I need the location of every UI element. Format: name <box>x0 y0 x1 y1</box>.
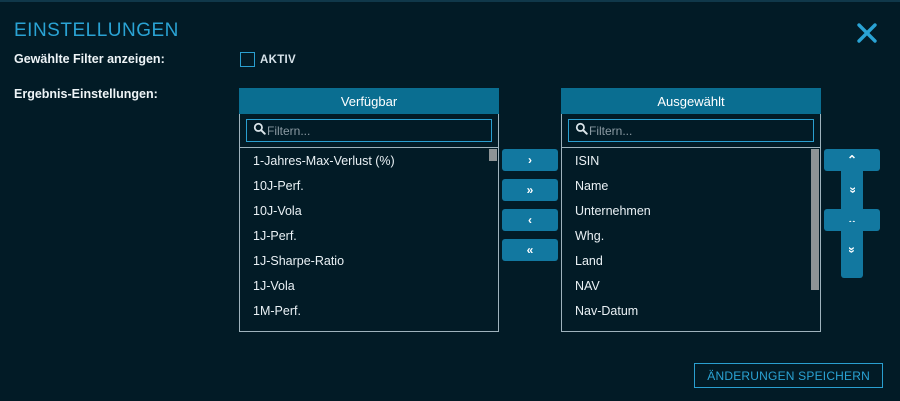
selected-filter-bar: Filtern... <box>561 114 821 147</box>
move-down-button[interactable]: ⌄ <box>824 209 880 231</box>
list-item[interactable]: 10J-Perf. <box>253 179 304 193</box>
available-filter-bar: Filtern... <box>239 114 499 147</box>
move-left-button[interactable]: ‹ <box>502 209 558 231</box>
list-item[interactable]: Nav-Datum <box>575 304 639 318</box>
list-item[interactable]: 10J-Vola <box>253 204 302 218</box>
selected-filter-placeholder: Filtern... <box>589 123 633 138</box>
move-all-left-button[interactable]: « <box>502 239 558 261</box>
move-right-button[interactable]: › <box>502 149 558 171</box>
show-selected-filters-label: Gewählte Filter anzeigen: <box>14 52 165 66</box>
search-icon <box>575 122 588 140</box>
page-title: EINSTELLUNGEN <box>14 20 179 41</box>
scrollbar-thumb[interactable] <box>489 149 497 161</box>
available-list-items: 1-Jahres-Max-Verlust (%) 10J-Perf. 10J-V… <box>240 148 498 324</box>
move-top-button[interactable]: « <box>841 162 863 218</box>
scrollbar-thumb[interactable] <box>811 149 819 290</box>
save-changes-button[interactable]: ÄNDERUNGEN SPEICHERN <box>694 363 883 388</box>
list-item[interactable]: 1J-Vola <box>253 279 295 293</box>
available-list[interactable]: 1-Jahres-Max-Verlust (%) 10J-Perf. 10J-V… <box>239 147 499 332</box>
list-item[interactable]: 1-Jahres-Max-Verlust (%) <box>253 154 395 168</box>
active-checkbox[interactable] <box>240 52 255 67</box>
list-item[interactable]: Name <box>575 179 609 193</box>
list-item[interactable]: ISIN <box>575 154 600 168</box>
list-item[interactable]: 1M-Perf. <box>253 304 301 318</box>
available-filter-placeholder: Filtern... <box>267 123 311 138</box>
list-item[interactable]: Whg. <box>575 229 605 243</box>
close-icon[interactable] <box>854 20 880 46</box>
selected-list[interactable]: ISIN Name Unternehmen Whg. Land NAV Nav-… <box>561 147 821 332</box>
selected-panel-title: Ausgewählt <box>561 88 821 114</box>
order-button-group: ⌃ « ⌄ » <box>824 149 880 278</box>
move-up-button[interactable]: ⌃ <box>824 149 880 171</box>
move-bottom-button[interactable]: » <box>841 222 863 278</box>
available-panel: Verfügbar Filtern... 1-Jahres-Max-Verlus… <box>239 88 499 332</box>
selected-list-items: ISIN Name Unternehmen Whg. Land NAV Nav-… <box>562 148 820 324</box>
selected-panel: Ausgewählt Filtern... ISIN Name Unterneh… <box>561 88 821 332</box>
selected-filter-input[interactable]: Filtern... <box>568 119 814 142</box>
list-item[interactable]: Unternehmen <box>575 204 651 218</box>
active-checkbox-label: AKTIV <box>260 53 296 66</box>
list-item[interactable]: Land <box>575 254 603 268</box>
transfer-button-group: › » ‹ « <box>502 149 558 261</box>
list-item[interactable]: NAV <box>575 279 600 293</box>
available-panel-title: Verfügbar <box>239 88 499 114</box>
available-list-scrollbar[interactable] <box>489 149 497 330</box>
list-item[interactable]: 1J-Perf. <box>253 229 297 243</box>
move-all-right-button[interactable]: » <box>502 179 558 201</box>
available-filter-input[interactable]: Filtern... <box>246 119 492 142</box>
active-checkbox-row[interactable]: AKTIV <box>240 52 296 67</box>
search-icon <box>253 122 266 140</box>
result-settings-label: Ergebnis-Einstellungen: <box>14 87 158 101</box>
list-item[interactable]: 1J-Sharpe-Ratio <box>253 254 345 268</box>
selected-list-scrollbar[interactable] <box>811 149 819 330</box>
